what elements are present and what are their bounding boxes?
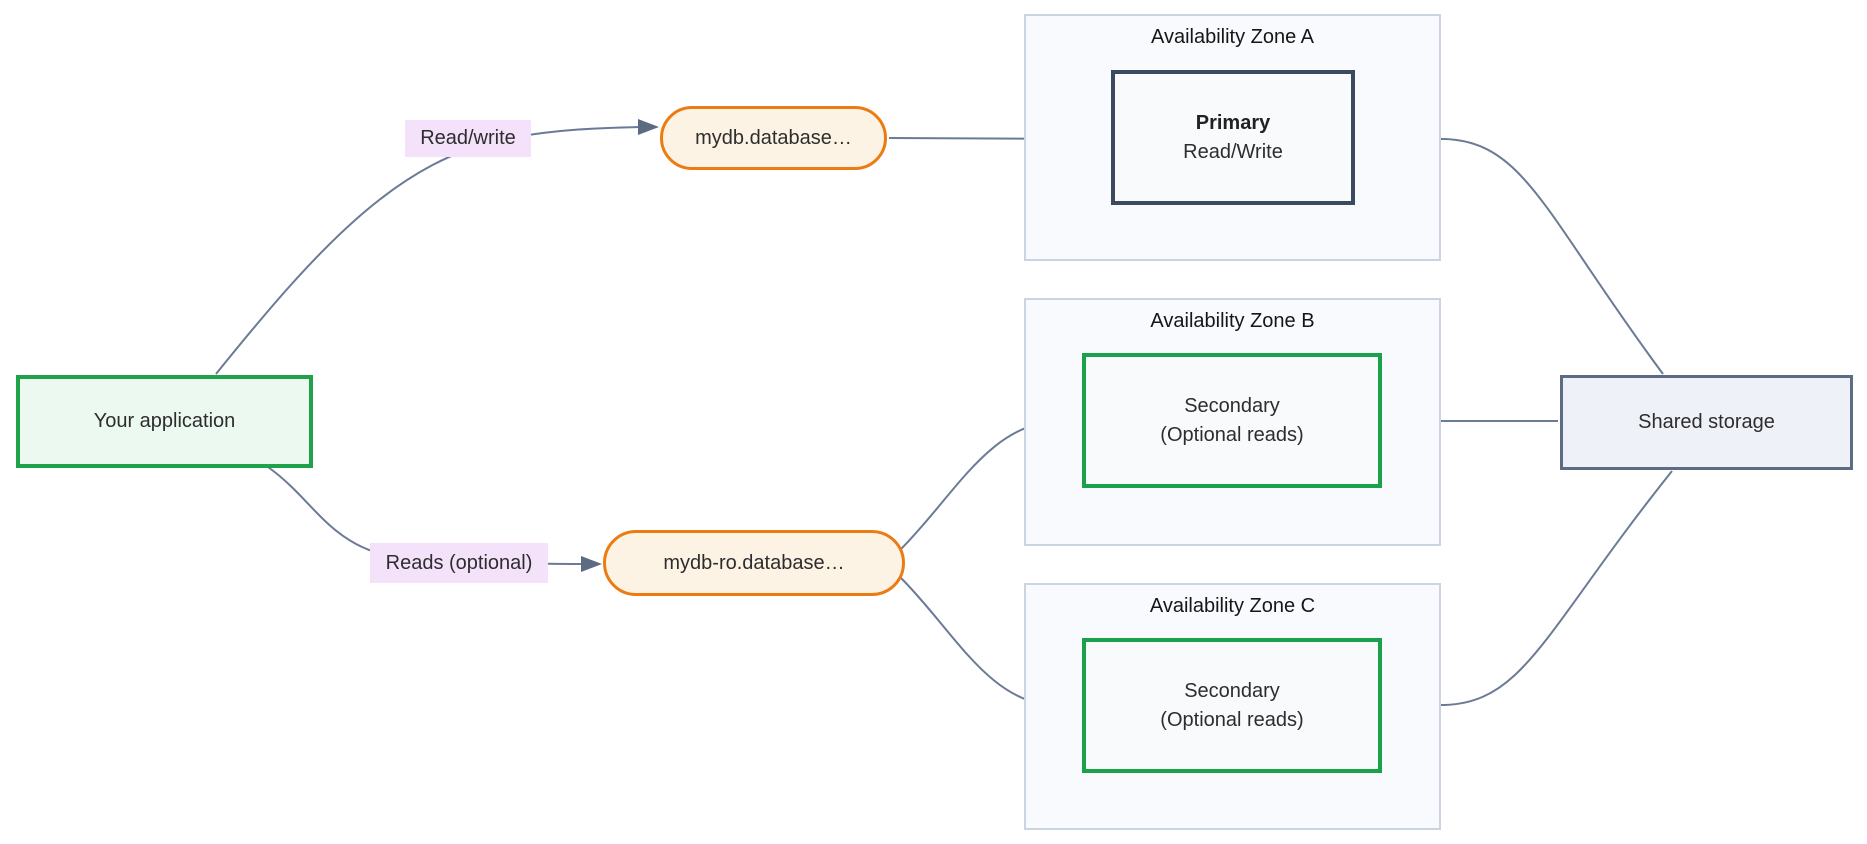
secondary-node-c-subtitle: (Optional reads) bbox=[1160, 708, 1304, 731]
reader-endpoint-label: mydb-ro.database… bbox=[663, 551, 845, 574]
shared-storage-node: Shared storage bbox=[1560, 375, 1853, 470]
secondary-node-b-subtitle: (Optional reads) bbox=[1160, 423, 1304, 446]
edge-label-read-write: Read/write bbox=[405, 120, 531, 157]
application-node-label: Your application bbox=[93, 410, 236, 432]
secondary-node-c-title: Secondary bbox=[1184, 679, 1280, 702]
reader-endpoint-node: mydb-ro.database… bbox=[603, 530, 905, 596]
edge-label-reads-optional: Reads (optional) bbox=[370, 543, 548, 583]
connector-primary-to-storage bbox=[1357, 138, 1664, 375]
primary-node-subtitle: Read/Write bbox=[1183, 140, 1283, 163]
writer-endpoint-node: mydb.database… bbox=[660, 106, 887, 170]
edge-label-read-write-text: Read/write bbox=[420, 127, 516, 149]
edge-label-reads-optional-text: Reads (optional) bbox=[385, 551, 533, 574]
application-node: Your application bbox=[16, 375, 313, 468]
shared-storage-label: Shared storage bbox=[1638, 411, 1775, 433]
secondary-node-b: Secondary (Optional reads) bbox=[1082, 353, 1382, 488]
secondary-node-b-title: Secondary bbox=[1184, 394, 1280, 417]
primary-node: Primary Read/Write bbox=[1111, 70, 1355, 205]
arrowhead-writer-icon bbox=[638, 119, 659, 135]
secondary-node-c: Secondary (Optional reads) bbox=[1082, 638, 1382, 773]
availability-zone-c-title: Availability Zone C bbox=[1149, 595, 1316, 617]
primary-node-title: Primary bbox=[1195, 111, 1271, 134]
connector-secondary-c-to-storage bbox=[1384, 470, 1673, 706]
availability-zone-b-title: Availability Zone B bbox=[1150, 310, 1315, 332]
connector-app-to-writer bbox=[215, 126, 640, 375]
writer-endpoint-label: mydb.database… bbox=[695, 126, 852, 149]
availability-zone-a-title: Availability Zone A bbox=[1150, 26, 1315, 48]
arrowhead-reader-icon bbox=[581, 556, 602, 572]
